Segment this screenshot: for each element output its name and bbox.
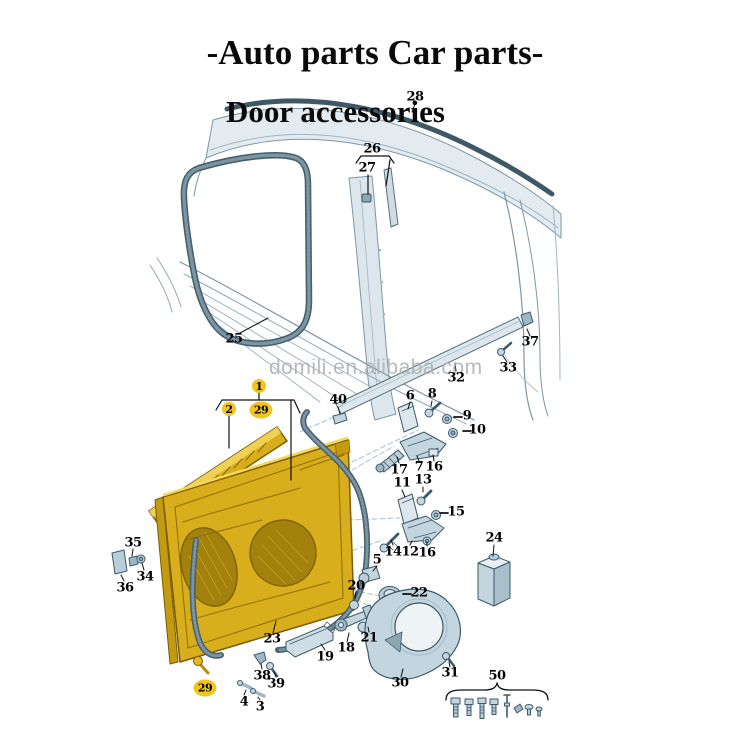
- door-aperture-seal-25: [180, 152, 313, 347]
- clip-40: [332, 412, 348, 425]
- upper-hinge-group: [375, 401, 458, 473]
- screw-31: [442, 652, 456, 668]
- b-pillar: [348, 175, 397, 421]
- check-housing-19: [285, 621, 336, 658]
- b-pillar-strip-26: [383, 167, 399, 228]
- kit-bolt-1: [450, 697, 461, 718]
- hinge-pin-17: [375, 449, 405, 473]
- assembly-guide-lines: [299, 415, 419, 619]
- pin-4: [237, 680, 253, 690]
- kit-bolt-2: [464, 698, 474, 716]
- car-body-drawing: [149, 98, 562, 425]
- kit-pin-5: [503, 694, 511, 718]
- bolt-29-yellow: [193, 656, 210, 675]
- pin-3: [250, 688, 266, 698]
- left-small-parts: [111, 549, 146, 575]
- hinge-body-7: [399, 431, 447, 461]
- bolt-8: [424, 401, 442, 418]
- lower-hinge-group: [379, 489, 445, 553]
- grommet-16-lower: [422, 536, 432, 546]
- lock-cylinder-box-24: [477, 553, 511, 607]
- page-title: -Auto parts Car parts-: [206, 33, 544, 72]
- fastener-kit-50: [445, 682, 549, 719]
- clip-27: [361, 193, 372, 203]
- clip-37: [520, 311, 534, 327]
- clip-16-upper: [428, 448, 439, 457]
- callout-leader-lines: [120, 103, 531, 701]
- kit-bolt-4: [489, 698, 499, 715]
- hinge-bracket-11: [397, 493, 419, 525]
- door-panel: [154, 436, 355, 665]
- roof-panel: [205, 107, 562, 239]
- grommet-34: [136, 554, 146, 564]
- nut-15: [431, 510, 441, 520]
- hinge-bracket-6: [397, 401, 419, 433]
- speaker-adapter-30: [364, 588, 461, 680]
- bolt-13: [416, 489, 433, 506]
- clip-38: [253, 651, 267, 665]
- grommet-10: [448, 428, 458, 438]
- roof-molding-strip-28: [224, 98, 555, 197]
- exploded-door-diagram: [111, 103, 549, 719]
- page-subtitle: Door accessories: [226, 94, 445, 129]
- kit-clip-6: [513, 703, 524, 714]
- hinge-body-12: [401, 515, 445, 543]
- screw-33: [497, 341, 513, 356]
- kit-bolt-3: [477, 697, 487, 719]
- kit-rivet-7: [524, 704, 534, 716]
- pad-36: [111, 549, 128, 575]
- dash-arrows: [402, 416, 472, 595]
- screw-39: [266, 662, 279, 678]
- brace-50: [445, 682, 549, 701]
- kit-rivet-8: [535, 706, 543, 717]
- clip-35: [128, 555, 139, 567]
- nut-9: [442, 414, 452, 424]
- watermark-text: domili.en.alibaba.com: [269, 356, 483, 379]
- bottom-small-parts: [193, 651, 279, 698]
- bolt-14: [379, 532, 400, 553]
